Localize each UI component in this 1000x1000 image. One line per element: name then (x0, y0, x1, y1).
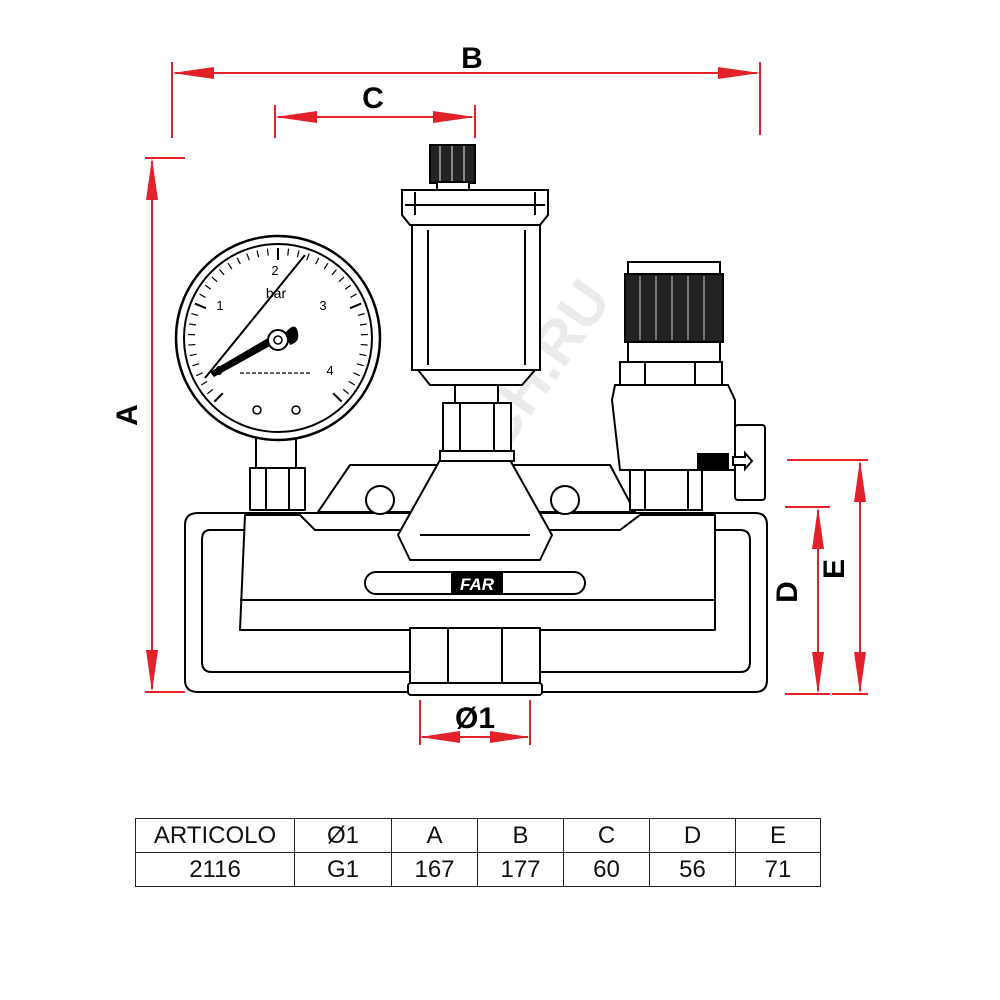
cell-a: 167 (391, 852, 478, 887)
gauge-tick (332, 392, 343, 403)
gauge-tick (266, 248, 269, 256)
gauge-tick (189, 323, 197, 326)
bottom-nut (409, 627, 541, 684)
gauge-tick (338, 276, 345, 283)
gauge-tick (192, 363, 200, 367)
gauge-tick (204, 284, 212, 290)
gauge-tick (359, 323, 367, 326)
gauge-tick (219, 269, 225, 276)
gauge-tick (353, 372, 360, 377)
technical-drawing: SANTECH.RU (111, 42, 868, 745)
gauge-number-2: 2 (271, 263, 278, 278)
gauge-tick (256, 250, 260, 258)
gauge-stem (255, 435, 297, 469)
cell-diameter: G1 (294, 852, 392, 887)
gauge-tick (211, 276, 218, 283)
gauge-scale (188, 248, 368, 403)
gauge-tick (194, 302, 207, 310)
gauge-tick (200, 380, 208, 386)
cell-articolo: 2116 (135, 852, 295, 887)
gauge-number-1: 1 (216, 298, 223, 313)
spec-table: ARTICOLO Ø1 A B C D E 2116 G1 167 177 60… (135, 818, 821, 887)
gauge-tick (323, 262, 329, 270)
gauge-tick (236, 257, 241, 265)
gauge-tick (227, 262, 233, 270)
gauge-tick (359, 353, 367, 357)
gauge-needle (204, 254, 306, 379)
gauge-tick (331, 269, 337, 276)
gauge-tick (196, 372, 203, 377)
dim-label-b: B (461, 42, 483, 75)
header-b: B (477, 818, 564, 853)
gauge-tick (188, 343, 196, 346)
gauge-tick (357, 312, 365, 317)
header-c: C (563, 818, 650, 853)
table-header-row: ARTICOLO Ø1 A B C D E (135, 818, 821, 853)
air-vent (401, 144, 549, 462)
gauge-tick (350, 293, 357, 298)
header-a: A (391, 818, 478, 853)
gauge-tick (306, 253, 310, 261)
header-e: E (735, 818, 821, 853)
gauge-tick (356, 363, 364, 367)
header-diameter: Ø1 (294, 818, 392, 853)
dim-label-d: D (771, 581, 804, 603)
dimension-lines (145, 62, 868, 745)
gauge-tick (213, 392, 224, 403)
gauge-tick (342, 388, 350, 395)
gauge-tick (191, 312, 199, 317)
header-d: D (649, 818, 736, 853)
gauge-tick (315, 257, 320, 265)
cell-b: 177 (477, 852, 564, 887)
dim-label-diameter: Ø1 (455, 702, 495, 735)
gauge-tick (360, 343, 368, 346)
brand-plate (451, 571, 503, 595)
dim-label-c: C (362, 82, 384, 115)
gauge-number-4: 4 (326, 363, 333, 378)
gauge-tick (199, 293, 206, 298)
gauge-tick (349, 302, 362, 310)
gauge-tick (296, 250, 300, 258)
gauge-tick (344, 284, 352, 290)
safety-valve (610, 261, 766, 511)
brand-mark: FAR (460, 575, 495, 594)
gauge-tick (189, 353, 197, 357)
valve-brand-plate (697, 453, 729, 469)
cell-d: 56 (649, 852, 736, 887)
safety-group-drawing: FAR (174, 234, 768, 696)
cell-e: 71 (735, 852, 821, 887)
gauge-number-3: 3 (319, 298, 326, 313)
table-row: 2116 G1 167 177 60 56 71 (135, 852, 821, 887)
gauge-tick (348, 380, 356, 386)
gauge-tick (287, 248, 290, 256)
gauge-tick (206, 388, 214, 395)
gauge-tick (246, 253, 250, 261)
cell-c: 60 (563, 852, 650, 887)
dim-label-a: A (111, 404, 144, 426)
header-articolo: ARTICOLO (135, 818, 295, 853)
dim-label-e: E (818, 559, 851, 579)
